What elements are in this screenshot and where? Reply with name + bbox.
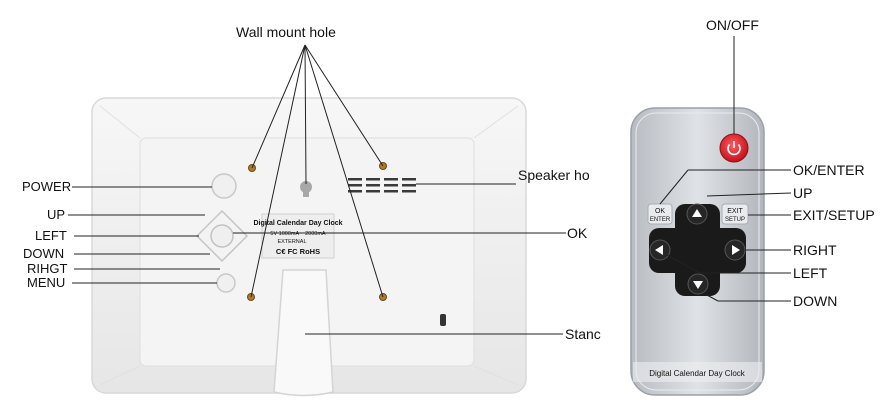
label-speaker-hole: Speaker ho [518, 167, 590, 183]
remote-brand-label: Digital Calendar Day Clock [649, 369, 746, 378]
arrow-left-icon [655, 245, 663, 255]
exit-button-line-2: SETUP [725, 217, 745, 223]
crop-mask [603, 160, 625, 350]
sticker-line-4: C€ FC RoHS [276, 247, 320, 256]
ok-button-line-2: ENTER [650, 217, 671, 223]
label-wall-mount-hole: Wall mount hole [236, 24, 336, 40]
remote-up-button[interactable] [686, 203, 708, 225]
label-remote-down: DOWN [793, 293, 837, 309]
label-remote-left: LEFT [793, 265, 828, 281]
ok-button-line-1: OK [655, 208, 665, 215]
frame-power-button[interactable] [211, 173, 237, 199]
label-ok: OK [567, 225, 588, 241]
wall-mount-keyhole [300, 181, 312, 197]
frame-ok-button[interactable] [210, 224, 234, 248]
remote-right-button[interactable] [724, 239, 746, 261]
remote-control: OK ENTER EXIT SETUP Digital Calendar Day… [630, 107, 765, 396]
label-left: LEFT [35, 228, 67, 243]
remote-down-button[interactable] [687, 273, 709, 295]
frame-stand [273, 269, 334, 397]
power-icon [727, 141, 741, 156]
label-on-off: ON/OFF [706, 17, 759, 33]
frame-menu-button[interactable] [216, 273, 236, 293]
remote-labels: ON/OFF OK/ENTER UP EXIT/SETUP RIGHT LEFT… [706, 17, 875, 309]
label-remote-right: RIGHT [793, 242, 837, 258]
label-sticker: Digital Calendar Day Clock 5V 1000mA ~ 2… [253, 213, 343, 259]
remote-exit-setup-button[interactable]: EXIT SETUP [721, 203, 749, 225]
sticker-line-1: Digital Calendar Day Clock [253, 220, 342, 227]
label-up: UP [47, 207, 65, 222]
label-stand: Stanc [565, 326, 601, 342]
label-exit-setup: EXIT/SETUP [793, 207, 875, 223]
arrow-right-icon [732, 245, 740, 255]
label-power: POWER [22, 179, 71, 194]
frame-labels: Wall mount hole Speaker ho POWER UP LEFT… [22, 24, 601, 342]
frame-dpad[interactable] [195, 209, 249, 263]
photo-frame-back: Digital Calendar Day Clock 5V 1000mA ~ 2… [91, 97, 527, 397]
remote-ok-enter-button[interactable]: OK ENTER [647, 203, 673, 225]
power-socket [440, 314, 446, 326]
label-menu: MENU [27, 275, 65, 290]
remote-leader-lines [659, 36, 792, 302]
label-remote-up: UP [793, 185, 812, 201]
arrow-up-icon [692, 209, 702, 217]
sticker-line-3: EXTERNAL [277, 239, 306, 245]
label-ok-enter: OK/ENTER [793, 162, 865, 178]
exit-button-line-1: EXIT [727, 208, 743, 215]
remote-left-button[interactable] [649, 239, 671, 261]
speaker-grille [348, 178, 416, 193]
arrow-down-icon [693, 281, 703, 289]
frame-leader-lines [68, 44, 566, 335]
label-right: RIHGT [27, 261, 68, 276]
sticker-line-2: 5V 1000mA ~ 2000mA [270, 231, 326, 237]
label-down: DOWN [23, 246, 64, 261]
